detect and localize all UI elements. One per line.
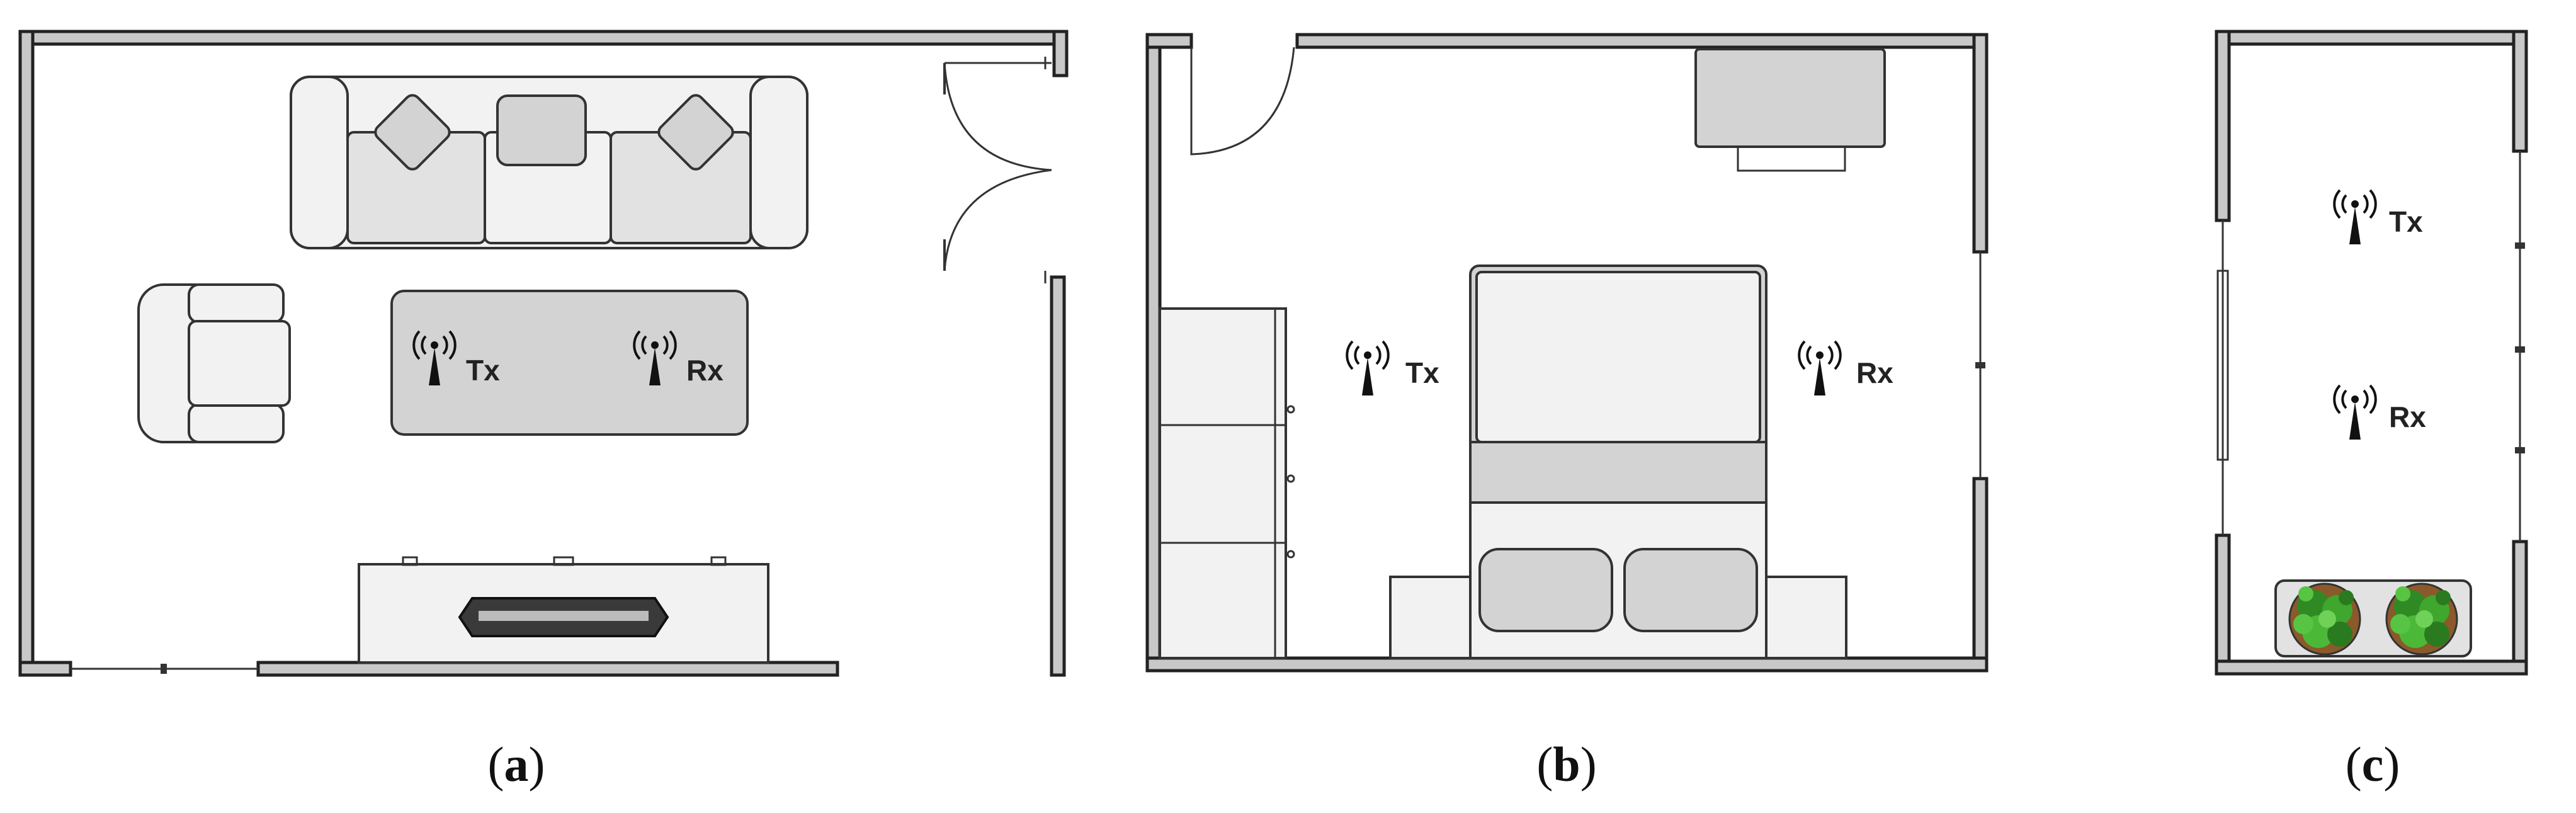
- door: [1190, 47, 1295, 156]
- tv-stand: [358, 556, 769, 664]
- antenna-icon: [2333, 189, 2377, 246]
- window-mullion: [161, 664, 167, 674]
- caption-a: (a): [488, 737, 545, 792]
- wall-top: [18, 30, 1069, 46]
- plant-icon: [2385, 583, 2458, 656]
- panel-a-living-room: Tx Rx: [18, 30, 1069, 677]
- wall-right-upper: [2512, 30, 2528, 153]
- wardrobe: [1159, 307, 1295, 659]
- desk: [1694, 48, 1886, 172]
- double-door: [943, 57, 1052, 283]
- coffee-table: [390, 290, 749, 436]
- wall-top-left: [1145, 33, 1193, 49]
- panel-b-bedroom: Tx Rx: [1145, 33, 1989, 673]
- caption-c: (c): [2346, 737, 2400, 792]
- wall-bottom: [1145, 656, 1989, 673]
- caption-b: (b): [1536, 737, 1596, 792]
- wall-left-lower: [2215, 533, 2231, 676]
- armchair: [137, 283, 291, 443]
- antenna-icon: [2333, 384, 2377, 441]
- plant-icon: [2288, 583, 2361, 656]
- wall-bottom-right: [256, 661, 839, 677]
- panel-c-balcony: Tx Rx: [2215, 30, 2528, 676]
- wall-top-right: [1295, 33, 1989, 49]
- wall-bottom: [2215, 659, 2528, 676]
- wall-right-upper: [1052, 30, 1069, 77]
- wall-right-upper: [1972, 33, 1989, 254]
- wall-left: [1145, 33, 1162, 673]
- sofa: [290, 76, 809, 249]
- wall-right-lower: [2512, 540, 2528, 676]
- wall-left: [18, 30, 35, 677]
- bed: [1389, 264, 1847, 659]
- wall-bottom-left: [18, 661, 72, 677]
- wall-top: [2215, 30, 2528, 46]
- wall-right-lower: [1050, 275, 1066, 677]
- antenna-icon: [1346, 340, 1390, 397]
- rx-label: Rx: [686, 354, 723, 387]
- tx-label: Tx: [1405, 356, 1439, 389]
- antenna-icon: [1798, 340, 1842, 397]
- rx-label: Rx: [2389, 401, 2426, 433]
- tx-label: Tx: [466, 354, 500, 387]
- rx-label: Rx: [1856, 356, 1893, 389]
- tx-label: Tx: [2389, 205, 2423, 238]
- wall-left-upper: [2215, 30, 2231, 222]
- wall-right-lower: [1972, 477, 1989, 673]
